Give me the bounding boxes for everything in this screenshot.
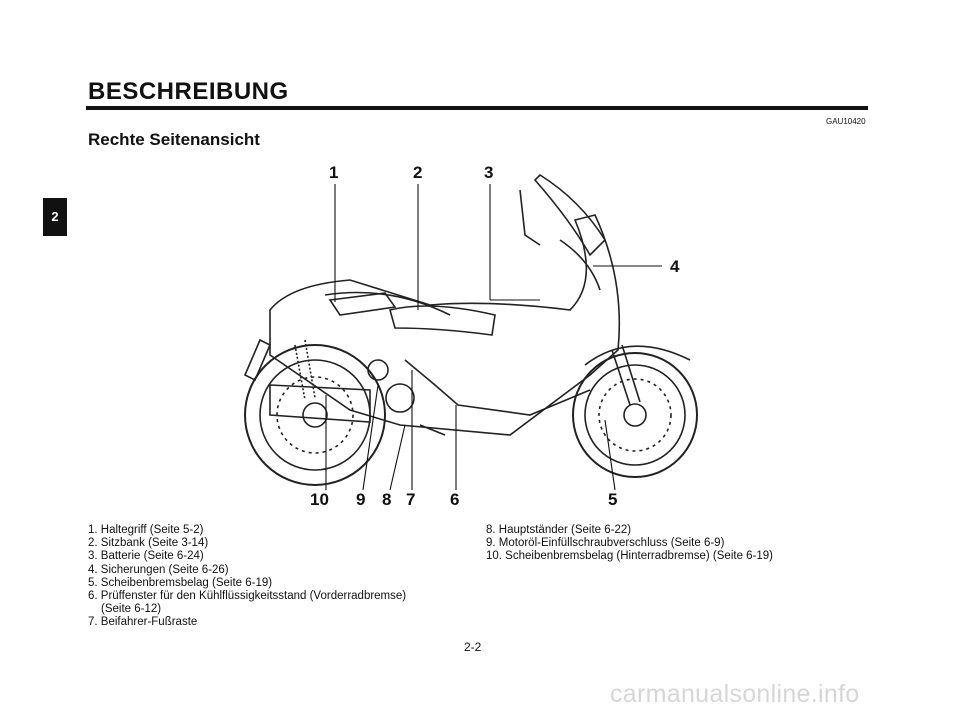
chapter-tab: 2: [43, 198, 67, 236]
legend-item-4: 4. Sicherungen (Seite 6-26): [88, 563, 229, 576]
callout-10: 10: [310, 490, 329, 509]
legend-item-10: 10. Scheibenbremsbelag (Hinterradbremse)…: [486, 550, 774, 563]
watermark: carmanualsonline.info: [610, 680, 860, 708]
front-wheel: [572, 352, 698, 478]
callout-4: 4: [670, 257, 680, 276]
page-number: 2-2: [464, 640, 482, 654]
muffler: [269, 384, 371, 423]
callout-3: 3: [484, 163, 493, 182]
grab-rail: [328, 292, 397, 316]
callout-6: 6: [450, 490, 459, 509]
section-subtitle: Rechte Seitenansicht: [88, 130, 260, 149]
seat: [389, 305, 496, 336]
callout-8: 8: [382, 490, 391, 509]
callout-7: 7: [406, 490, 415, 509]
legend-item-9: 9. Motoröl-Einfüllschraubverschluss (Sei…: [486, 537, 725, 550]
legend-item-6: 6. Prüffenster für den Kühlflüssigkeitss…: [88, 590, 407, 603]
legend-item-6-cont: (Seite 6-12): [101, 603, 162, 616]
page-title: BESCHREIBUNG: [88, 78, 289, 105]
callout-5: 5: [608, 490, 617, 509]
legend-item-7: 7. Beifahrer-Fußraste: [88, 616, 198, 629]
legend-item-3: 3. Batterie (Seite 6-24): [88, 550, 204, 563]
doc-code: GAU10420: [826, 117, 866, 126]
legend-item-1: 1. Haltegriff (Seite 5-2): [88, 524, 204, 536]
scooter-body: [269, 214, 621, 436]
legend-right: 8. Hauptständer (Seite 6-22) 9. Motoröl-…: [486, 524, 773, 564]
windshield: [533, 173, 607, 257]
title-rule: [86, 106, 868, 110]
legend-item-5: 5. Scheibenbremsbelag (Seite 6-19): [88, 576, 273, 589]
callout-9: 9: [356, 490, 365, 509]
legend-left: 1. Haltegriff (Seite 5-2) 2. Sitzbank (S…: [88, 524, 406, 630]
callout-2: 2: [413, 163, 422, 182]
scooter-illustration: 1 2 3 4 5 6 7 8 9 10: [243, 163, 698, 509]
legend-item-8: 8. Hauptständer (Seite 6-22): [486, 524, 632, 536]
legend-item-2: 2. Sitzbank (Seite 3-14): [88, 537, 209, 550]
callout-1: 1: [329, 163, 338, 182]
rear-wheel: [244, 344, 386, 486]
